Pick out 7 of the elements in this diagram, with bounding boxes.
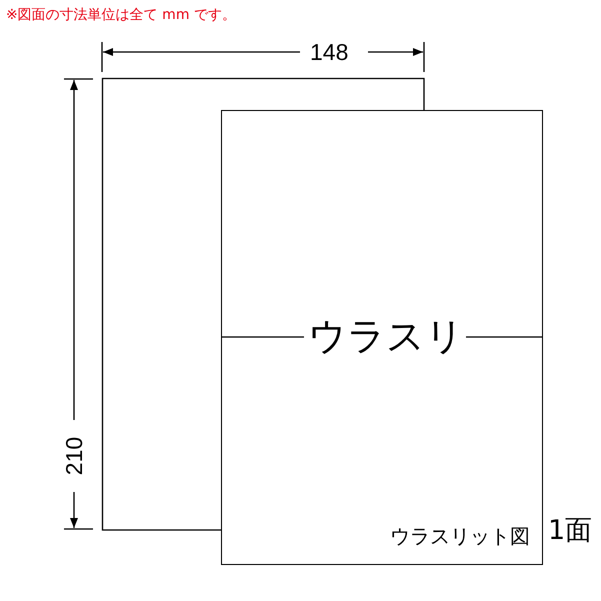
dimension-label: 148: [310, 38, 348, 66]
slit-label: ウラスリ: [308, 313, 462, 359]
label-sheet: [221, 110, 543, 565]
caption-text: ウラスリット図: [390, 523, 530, 549]
dimension-label: 210: [60, 436, 88, 478]
note-text: ※図面の寸法単位は全て mm です。: [6, 6, 236, 25]
count-label: 1面: [548, 515, 592, 547]
